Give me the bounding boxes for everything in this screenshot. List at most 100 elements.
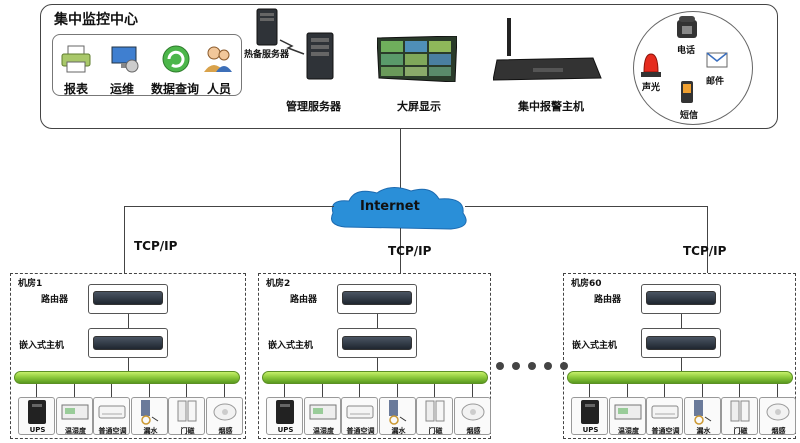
printer-icon[interactable] <box>60 44 92 74</box>
maintenance-icon[interactable] <box>108 44 140 74</box>
sensor-box[interactable]: 漏水 <box>131 397 168 435</box>
sms-phone-icon <box>680 80 694 108</box>
sensor-box[interactable]: 温湿度 <box>609 397 646 435</box>
sensor-connector <box>397 384 398 397</box>
data-query-icon[interactable] <box>160 44 192 74</box>
management-server-label: 管理服务器 <box>286 100 341 113</box>
sensor-label: 温湿度 <box>313 427 334 435</box>
sensor-box[interactable]: UPS <box>18 397 55 435</box>
room-60-router-label: 路由器 <box>594 295 622 305</box>
func-label-ops: 运维 <box>110 82 135 96</box>
ups-icon <box>19 398 54 426</box>
sensor-label: 温湿度 <box>618 427 639 435</box>
sensor-box[interactable]: UPS <box>571 397 608 435</box>
door-contact-icon <box>722 398 757 426</box>
sensor-box[interactable]: UPS <box>266 397 303 435</box>
room-1-router-device <box>93 291 163 305</box>
sensor-connector <box>36 384 37 397</box>
smoke-detector-icon <box>207 398 242 426</box>
smoke-detector-icon <box>760 398 795 426</box>
big-screen-label: 大屏显示 <box>397 100 441 113</box>
management-server-icon <box>306 32 334 84</box>
func-label-query: 数据查询 <box>151 82 200 96</box>
sensor-connector <box>284 384 285 397</box>
sensor-label: 烟感 <box>466 427 481 435</box>
room-2-host-label: 嵌入式主机 <box>268 341 314 351</box>
email-icon <box>706 52 728 72</box>
temp-humidity-icon <box>610 398 645 426</box>
func-label-staff: 人员 <box>207 82 232 96</box>
sensor-label: 烟感 <box>218 427 233 435</box>
room-2-link-b <box>377 358 378 372</box>
sensor-box[interactable]: 漏水 <box>684 397 721 435</box>
sensor-label: UPS <box>29 426 46 434</box>
room-60-router-device <box>646 291 716 305</box>
sensor-label: 门磁 <box>428 427 443 435</box>
room-1-box <box>10 273 246 439</box>
sensor-label: 门磁 <box>180 427 195 435</box>
room-60-host-label: 嵌入式主机 <box>572 341 618 351</box>
connection-bolt-icon <box>279 39 305 55</box>
smoke-detector-icon <box>455 398 490 426</box>
sensor-box[interactable]: 门磁 <box>416 397 453 435</box>
sensor-box[interactable]: 漏水 <box>379 397 416 435</box>
alarm-channel-light: 声光 <box>642 83 661 93</box>
room-2-bus <box>262 371 488 384</box>
sensor-box[interactable]: 烟感 <box>206 397 243 435</box>
func-label-report: 报表 <box>64 82 89 96</box>
room-2-router-device <box>342 291 412 305</box>
tcpip-label-3: TCP/IP <box>683 244 727 258</box>
siren-icon <box>640 52 662 82</box>
monitoring-center-title: 集中监控中心 <box>54 12 138 28</box>
sensor-label: 温湿度 <box>65 427 86 435</box>
ups-icon <box>267 398 302 426</box>
sensor-label: 门磁 <box>733 427 748 435</box>
water-leak-icon <box>380 398 415 426</box>
sensor-connector <box>589 384 590 397</box>
sensor-box[interactable]: 烟感 <box>759 397 796 435</box>
sensor-connector <box>322 384 323 397</box>
sensor-box[interactable]: 普通空调 <box>646 397 683 435</box>
sensor-connector <box>702 384 703 397</box>
sensor-connector <box>111 384 112 397</box>
door-contact-icon <box>169 398 204 426</box>
sensor-box[interactable]: 门磁 <box>721 397 758 435</box>
air-conditioner-icon <box>94 398 129 426</box>
sensor-label: 漏水 <box>143 427 158 435</box>
sensor-connector <box>472 384 473 397</box>
room-60-host-device <box>646 336 716 350</box>
sensor-label: 普通空调 <box>346 427 375 435</box>
room-2-box <box>258 273 491 439</box>
door-contact-icon <box>417 398 452 426</box>
sensor-label: 普通空调 <box>98 427 127 435</box>
room-1-link-b <box>128 358 129 372</box>
alarm-host-icon <box>492 18 603 90</box>
uplink-line <box>400 129 401 189</box>
sensor-label: 漏水 <box>391 427 406 435</box>
sensor-connector <box>224 384 225 397</box>
sensor-box[interactable]: 普通空调 <box>341 397 378 435</box>
alarm-channel-sms: 短信 <box>680 111 699 121</box>
telephone-icon <box>676 16 698 44</box>
right-branch-line <box>465 206 707 207</box>
air-conditioner-icon <box>647 398 682 426</box>
temp-humidity-icon <box>305 398 340 426</box>
users-icon[interactable] <box>202 44 234 74</box>
room-60-box <box>563 273 796 439</box>
room-2-name: 机房2 <box>266 279 291 289</box>
room-60-link-a <box>681 314 682 328</box>
internet-cloud <box>325 183 475 239</box>
sensor-box[interactable]: 温湿度 <box>304 397 341 435</box>
sensor-connector <box>186 384 187 397</box>
sensor-label: 烟感 <box>771 427 786 435</box>
sensor-label: 漏水 <box>696 427 711 435</box>
sensor-box[interactable]: 门磁 <box>168 397 205 435</box>
sensor-box[interactable]: 普通空调 <box>93 397 130 435</box>
sensor-connector <box>359 384 360 397</box>
sensor-box[interactable]: 烟感 <box>454 397 491 435</box>
sensor-box[interactable]: 温湿度 <box>56 397 93 435</box>
ups-icon <box>572 398 607 426</box>
room-2-host-device <box>342 336 412 350</box>
sensor-connector <box>777 384 778 397</box>
room-60-bus <box>567 371 793 384</box>
